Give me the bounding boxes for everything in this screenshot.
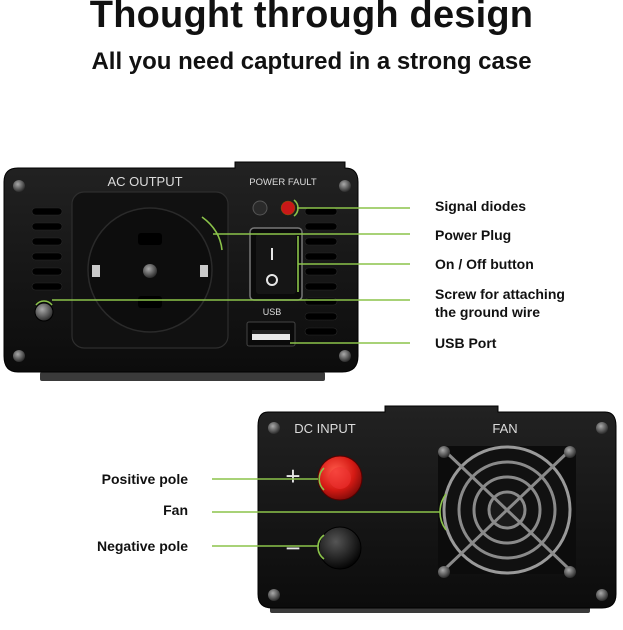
- power-fault-label: POWER FAULT: [249, 177, 317, 188]
- left-vent-slots: [31, 207, 63, 291]
- page-subtitle: All you need captured in a strong case: [91, 48, 532, 75]
- screw-icon: [13, 350, 25, 362]
- screw-icon: [596, 589, 608, 601]
- plus-symbol: +: [285, 461, 300, 491]
- screw-icon: [268, 422, 280, 434]
- callout-fan: Fan: [163, 502, 188, 518]
- ground-screw-icon: [34, 302, 54, 322]
- front-panel: [3, 161, 359, 381]
- screw-icon: [339, 180, 351, 192]
- callout-usb-port: USB Port: [435, 335, 497, 351]
- ac-socket: [71, 191, 229, 349]
- minus-symbol: −: [285, 533, 300, 563]
- rear-callout-lines: [212, 467, 447, 560]
- screw-icon: [268, 589, 280, 601]
- callout-positive-pole: Positive pole: [101, 471, 188, 487]
- screw-icon: [13, 180, 25, 192]
- negative-terminal-icon: [318, 526, 362, 570]
- rear-panel: [257, 405, 617, 613]
- usb-label: USB: [263, 307, 282, 317]
- right-vent-slots: [304, 207, 338, 336]
- callout-signal-diodes: Signal diodes: [435, 198, 527, 214]
- callout-on-off-button: On / Off button: [435, 256, 534, 272]
- callout-negative-pole: Negative pole: [96, 538, 188, 554]
- usb-port: [246, 321, 296, 347]
- fan-label: FAN: [492, 421, 517, 436]
- front-callout-lines: [35, 199, 410, 344]
- page-title: Thought through design: [89, 0, 534, 36]
- status-led-off-icon: [252, 200, 268, 216]
- callout-power-plug: Power Plug: [435, 227, 512, 243]
- ac-output-label: AC OUTPUT: [107, 174, 182, 189]
- power-switch: [249, 227, 303, 301]
- screw-icon: [596, 422, 608, 434]
- fan-grille-icon: [438, 445, 576, 578]
- screw-icon: [339, 350, 351, 362]
- fault-led-icon: [280, 200, 296, 216]
- dc-input-label: DC INPUT: [294, 421, 355, 436]
- front-panel-base: [40, 372, 325, 381]
- callout-ground-screw: Screw for attaching the ground wire: [435, 286, 565, 320]
